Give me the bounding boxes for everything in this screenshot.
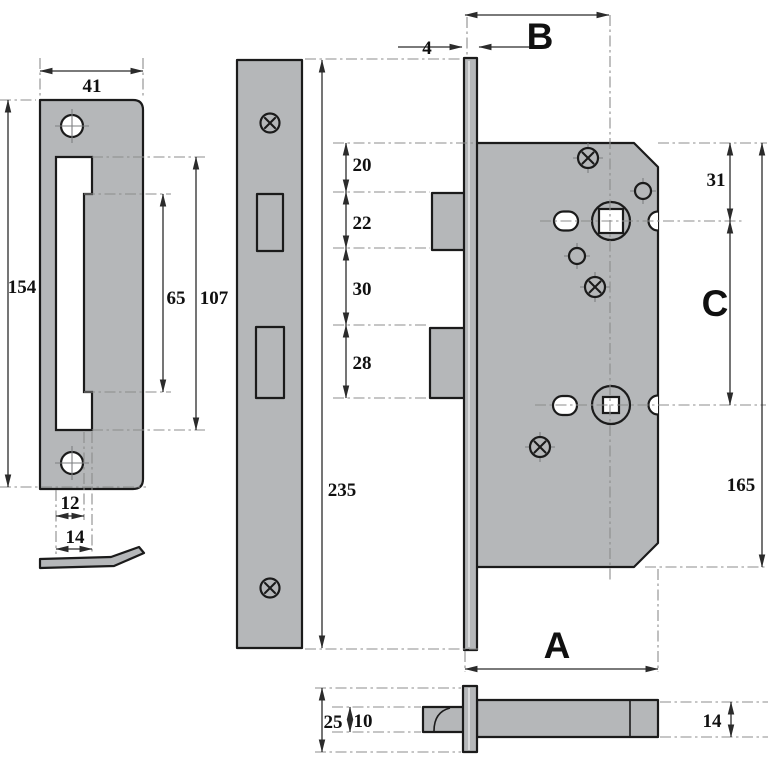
- dim-slot-wide: 14: [66, 527, 86, 548]
- spindle-follower: [552, 200, 659, 242]
- latch-bolt: [430, 191, 467, 252]
- latch-bevel-curve: [433, 707, 451, 732]
- forend-profile: [461, 684, 479, 754]
- faceplate-screw-bottom: [259, 577, 281, 599]
- dim-latch-to-deadbolt: 30: [353, 279, 372, 300]
- case-screw-1: [573, 143, 603, 173]
- strike-screw-hole-top: [55, 109, 89, 143]
- strike-plate-front-view: [38, 98, 145, 491]
- lock-case-front-view: [428, 56, 660, 652]
- dim-backset: B: [527, 16, 554, 57]
- dim-top-to-latch: 20: [353, 155, 372, 176]
- screw-slot: [581, 151, 595, 165]
- dim-latch-opening: 22: [353, 213, 372, 234]
- screw-slot: [533, 440, 547, 454]
- screw-slot: [263, 116, 277, 130]
- dim-slot-outer: 107: [200, 288, 229, 309]
- strike-plate-bent-profile: [38, 545, 146, 570]
- faceplate-screw-top: [259, 112, 281, 134]
- dim-forend-width: 25: [324, 712, 343, 733]
- fixing-hole-1: [630, 178, 656, 204]
- dim-case-height: 165: [727, 475, 756, 496]
- dim-case-depth: A: [544, 625, 571, 666]
- dim-latch-thickness: 10: [354, 711, 373, 732]
- case-screw-3: [525, 432, 555, 462]
- hole-icon: [633, 181, 653, 201]
- dim-slot-inner: 65: [167, 288, 186, 309]
- fixing-hole-2: [564, 243, 590, 269]
- dim-centres: C: [702, 283, 729, 324]
- case-profile: [475, 698, 660, 739]
- lock-case-side-view: [421, 684, 660, 754]
- dim-case-thickness: 14: [703, 711, 723, 732]
- dimension-labels: 41 154 65 107 12 14 235 20 22 30 28 4 B …: [8, 16, 756, 733]
- faceplate-latch-opening: [255, 192, 285, 253]
- screw-slot: [263, 581, 277, 595]
- dim-forend-thickness: 4: [422, 38, 432, 59]
- faceplate-deadbolt-opening: [254, 325, 286, 400]
- forend-edge: [462, 56, 479, 652]
- dim-faceplate-length: 235: [328, 480, 357, 501]
- dim-deadbolt-opening: 28: [353, 353, 372, 374]
- strike-plate-side-view: [38, 545, 146, 570]
- faceplate-front-view: [235, 58, 304, 650]
- dim-slot-narrow: 12: [61, 493, 80, 514]
- dim-top-to-spindle: 31: [707, 170, 726, 191]
- dimension-lines: [4, 11, 766, 753]
- lock-case-body: [474, 141, 660, 569]
- dim-strike-width: 41: [83, 76, 102, 97]
- hole-icon: [567, 246, 587, 266]
- dim-strike-height: 154: [8, 277, 37, 298]
- strike-screw-hole-bottom: [55, 446, 89, 480]
- deadbolt: [428, 326, 467, 400]
- screw-slot: [588, 280, 602, 294]
- case-screw-2: [580, 272, 610, 302]
